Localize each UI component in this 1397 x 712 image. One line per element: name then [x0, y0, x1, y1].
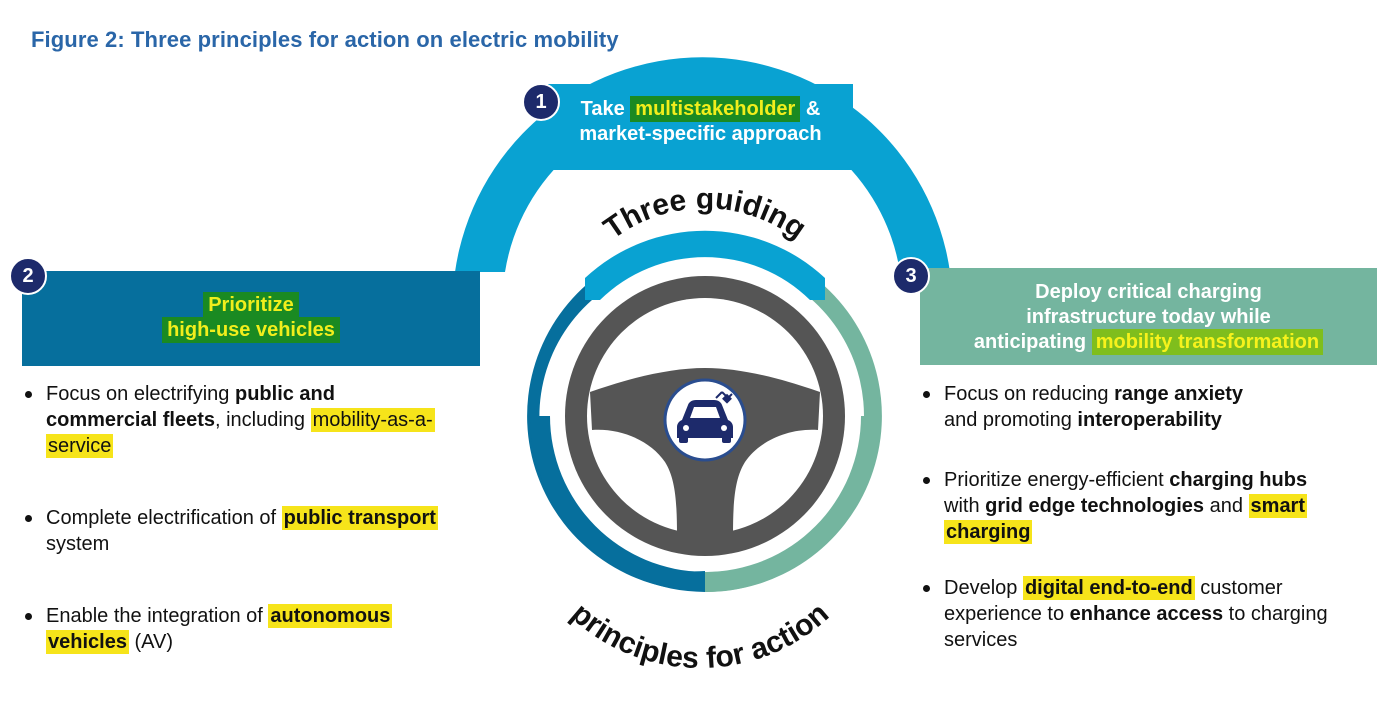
principle-2-line2: high-use vehicles	[162, 317, 340, 343]
principle-2-line1: Prioritize	[203, 292, 299, 318]
principle-1-line2: market-specific approach	[579, 123, 822, 145]
principle-3-bullet-list: Focus on reducing range anxiety and prom…	[920, 381, 1380, 653]
ring-segment-top	[585, 230, 825, 300]
principle-3-line3-pre: anticipating	[973, 331, 1087, 353]
list-item: Develop digital end-to-end customer expe…	[920, 575, 1380, 653]
list-item: Enable the integration of autonomous veh…	[22, 603, 492, 655]
principle-2-badge: 2	[9, 257, 47, 295]
principle-3-line1: Deploy critical charging	[1035, 281, 1262, 303]
electric-car-icon	[677, 391, 733, 443]
list-item: Focus on electrifying public and commerc…	[22, 381, 492, 459]
list-item: Prioritize energy-efficient charging hub…	[920, 467, 1380, 545]
principle-2-box: Prioritize high-use vehicles	[22, 271, 480, 366]
principle-1-box: Take multistakeholder & market-specific …	[548, 84, 853, 170]
principle-1-line1-pre: Take	[580, 98, 625, 120]
principle-1-badge: 1	[522, 83, 560, 121]
principle-3-highlight: mobility transformation	[1091, 329, 1324, 355]
principle-1-line1-post: &	[805, 98, 821, 120]
list-item: Complete electrification of public trans…	[22, 505, 492, 557]
principle-3-box: Deploy critical charging infrastructure …	[920, 268, 1377, 365]
ring-segment-left-outer	[530, 416, 705, 592]
principle-3-badge: 3	[892, 257, 930, 295]
ring-segment-right-outer	[705, 416, 881, 592]
principle-1-highlight: multistakeholder	[630, 96, 801, 122]
figure-title: Figure 2: Three principles for action on…	[31, 27, 619, 52]
principle-3-line2: infrastructure today while	[1026, 306, 1271, 328]
center-bottom-text: principles for action	[565, 597, 835, 675]
principle-2-bullet-list: Focus on electrifying public and commerc…	[22, 381, 492, 655]
list-item: Focus on reducing range anxiety and prom…	[920, 381, 1380, 433]
